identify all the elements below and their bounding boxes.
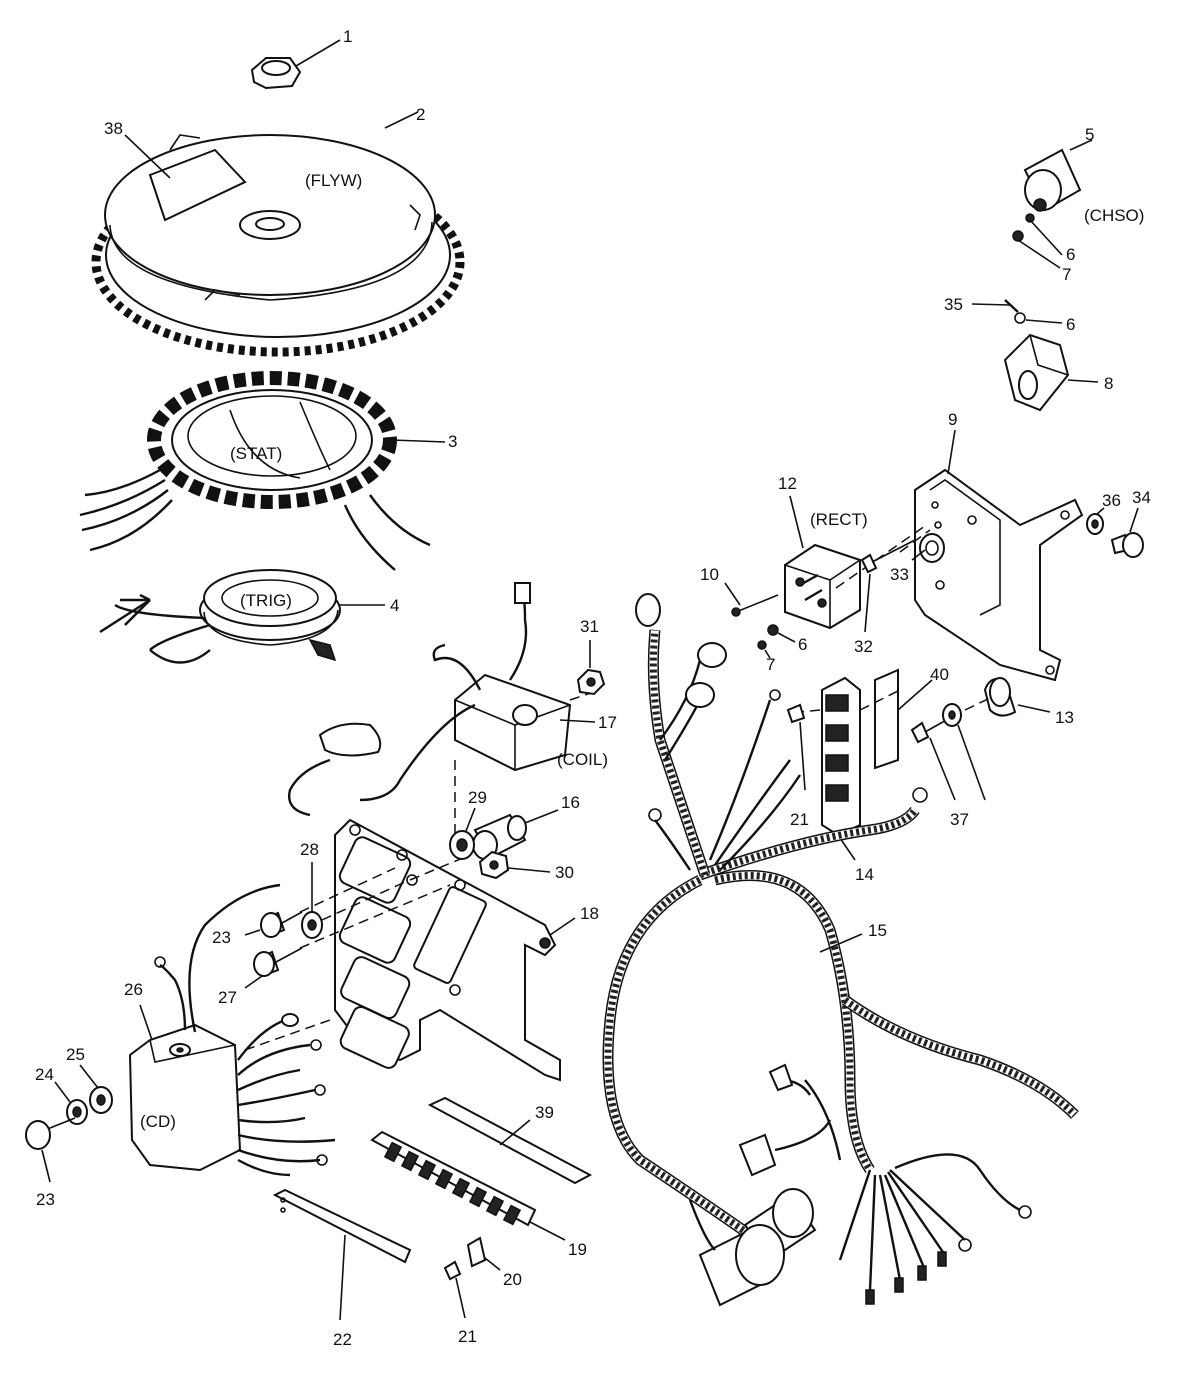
choke-solenoid-label: (CHSO) [1084, 206, 1144, 225]
callout-32: 32 [854, 637, 873, 656]
callout-36: 36 [1102, 491, 1121, 510]
coil-label: (COIL) [557, 750, 608, 769]
stator-part-3 [79, 371, 446, 571]
callout-39: 39 [535, 1103, 554, 1122]
cd-module-label: (CD) [140, 1112, 176, 1131]
callout-33: 33 [890, 565, 909, 584]
callout-37: 37 [950, 810, 969, 829]
screw-part-21-upper [786, 703, 806, 791]
callout-13: 13 [1055, 708, 1074, 727]
rectifier-label: (RECT) [810, 510, 868, 529]
callout-19: 19 [568, 1240, 587, 1259]
cd-module-part-26 [128, 883, 336, 1177]
flywheel-part-2 [91, 111, 465, 357]
callout-27: 27 [218, 988, 237, 1007]
mounting-plate-part-18 [334, 760, 576, 1082]
callout-14: 14 [855, 865, 874, 884]
callout-8: 8 [1104, 374, 1113, 393]
callout-23a: 23 [212, 928, 231, 947]
terminal-block-part-8 [971, 299, 1099, 412]
callout-15: 15 [868, 921, 887, 940]
callout-38: 38 [104, 119, 123, 138]
trigger-label: (TRIG) [240, 591, 292, 610]
washers-parts-6-7 [757, 624, 796, 659]
nut-part-1 [250, 39, 341, 90]
callout-12: 12 [778, 474, 797, 493]
callout-6a: 6 [1066, 245, 1075, 264]
terminal-strip-part-19 [370, 1130, 566, 1241]
terminal-strip-part-14 [799, 676, 901, 861]
washer-part-25 [79, 1064, 113, 1114]
screw-part-32 [860, 529, 931, 633]
callout-4: 4 [390, 596, 399, 615]
callout-21a: 21 [790, 810, 809, 829]
callout-31: 31 [580, 617, 599, 636]
capacitor-part-16 [472, 809, 559, 860]
screw-part-23-lower [25, 1117, 76, 1183]
trigger-part-4 [99, 569, 385, 664]
callout-25: 25 [66, 1045, 85, 1064]
callout-3: 3 [448, 432, 457, 451]
callout-20: 20 [503, 1270, 522, 1289]
flywheel-label: (FLYW) [305, 171, 362, 190]
callout-34: 34 [1132, 488, 1151, 507]
callout-22: 22 [333, 1330, 352, 1349]
nut-part-31 [576, 640, 606, 696]
callout-7a: 7 [1062, 265, 1071, 284]
mounting-plate-part-9 [914, 429, 1084, 682]
callout-1: 1 [343, 27, 352, 46]
callout-16: 16 [561, 793, 580, 812]
stator-label: (STAT) [230, 444, 282, 463]
decal-part-22 [272, 1188, 412, 1321]
screw-part-27 [244, 884, 451, 989]
nut-part-30 [478, 850, 551, 880]
callout-17: 17 [598, 713, 617, 732]
callout-6b: 6 [1066, 315, 1075, 334]
callout-30: 30 [555, 863, 574, 882]
choke-solenoid-part-5 [1012, 139, 1093, 269]
callout-28: 28 [300, 840, 319, 859]
wiring-harness-part-15 [602, 593, 1079, 1307]
screw-part-21-lower [443, 1260, 466, 1319]
callout-35: 35 [944, 295, 963, 314]
callout-2: 2 [416, 105, 425, 124]
screw-part-10 [724, 582, 779, 617]
washer-part-28 [301, 862, 406, 939]
screw-part-23-upper [244, 867, 396, 938]
callout-9: 9 [948, 410, 957, 429]
decal-part-39 [427, 1096, 593, 1185]
clip-part-20 [466, 1236, 501, 1271]
grommet-part-29 [449, 807, 476, 860]
callout-7b: 7 [766, 655, 775, 674]
callout-40: 40 [930, 665, 949, 684]
callout-5: 5 [1085, 125, 1094, 144]
callout-26: 26 [124, 980, 143, 999]
screw-washer-part-37 [910, 697, 991, 801]
callout-10: 10 [700, 565, 719, 584]
callout-6c: 6 [798, 635, 807, 654]
callout-24: 24 [35, 1065, 54, 1084]
callout-29: 29 [468, 788, 487, 807]
callout-23b: 23 [36, 1190, 55, 1209]
coil-part-17 [288, 582, 601, 817]
washer-part-36 [1086, 507, 1105, 535]
callout-21b: 21 [458, 1327, 477, 1346]
clamp-part-13 [983, 677, 1051, 717]
spacer-part-40 [874, 668, 933, 770]
bolt-part-34 [1110, 507, 1144, 558]
callout-18: 18 [580, 904, 599, 923]
washer-part-24 [54, 1081, 88, 1125]
